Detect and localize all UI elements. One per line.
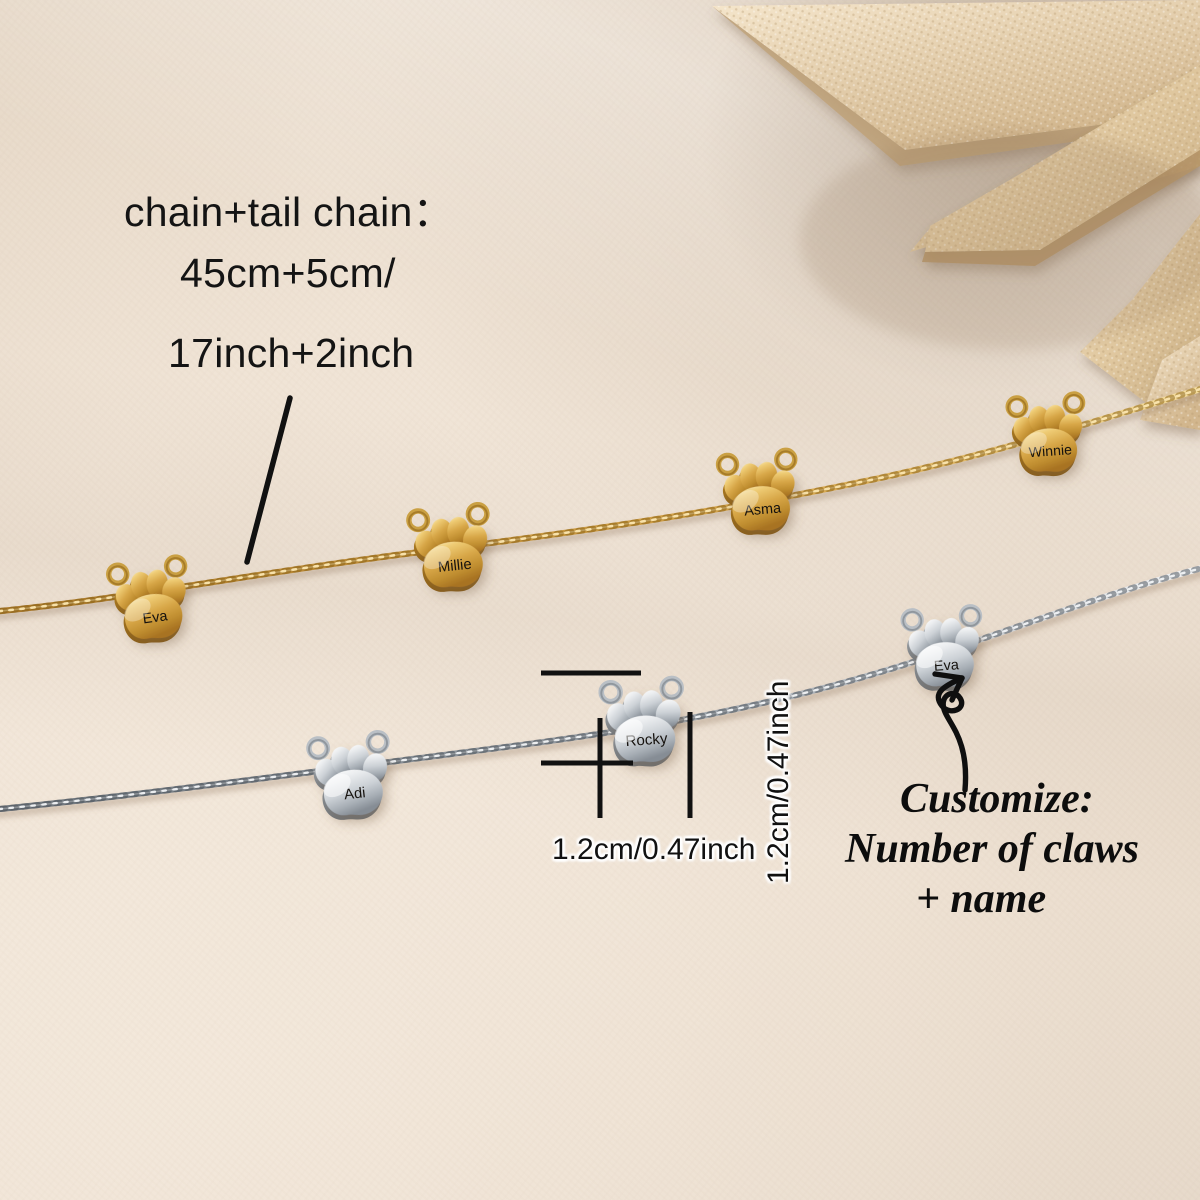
spec-line-3: 17inch+2inch [168,330,415,376]
customize-line-2: + name [916,876,1047,922]
customize-heading: Customize: [900,776,1094,822]
width-dimension-label: 1.2cm/0.47inch [552,833,756,866]
height-dimension-label: 1.2cm/0.47inch [762,680,795,884]
spec-line-2: 45cm+5cm/ [180,250,396,296]
customize-line-1: Number of claws [845,826,1139,872]
spec-line-1: chain+tail chain： [124,189,454,235]
